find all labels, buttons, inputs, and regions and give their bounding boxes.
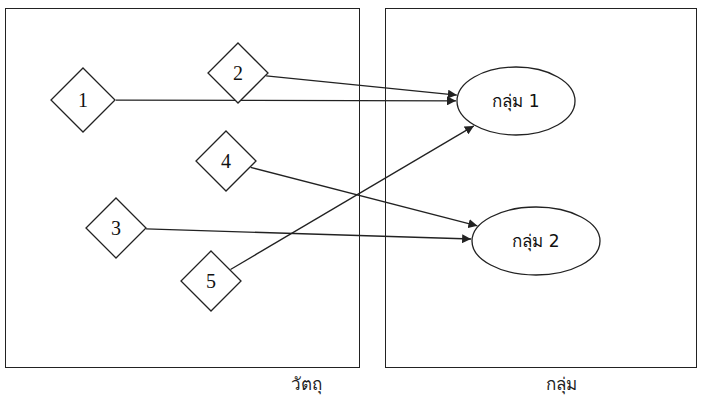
group-panel: กลุ่มกลุ่ม 1กลุ่ม 2 (385, 8, 697, 368)
object-panel: วัตถุ21435 (5, 8, 360, 368)
group-name: กลุ่ม 2 (512, 232, 559, 251)
ellipse-shape (472, 207, 600, 275)
group-ellipse: กลุ่ม 1 (456, 66, 576, 136)
object-diamond: 4 (195, 130, 257, 192)
text-holder: กลุ่ม 2 (471, 206, 601, 276)
group-ellipse: กลุ่ม 2 (471, 206, 601, 276)
diamond-shape (181, 251, 241, 311)
text-holder: 3 (85, 197, 147, 259)
text-holder: 5 (180, 250, 242, 312)
object-number: 2 (233, 62, 243, 84)
arrow-connector (251, 167, 478, 226)
object-diamond: 1 (50, 67, 116, 133)
panel-heading: วัตถุ (291, 370, 322, 397)
text-holder: 1 (50, 67, 116, 133)
group-name: กลุ่ม 1 (492, 92, 539, 111)
text-holder: 4 (195, 130, 257, 192)
object-diamond: 2 (207, 42, 269, 104)
panel-heading: กลุ่ม (546, 370, 577, 397)
arrow-connector (266, 76, 457, 95)
arrow-connector (230, 126, 473, 270)
object-diamond: 5 (180, 250, 242, 312)
diamond-shape (208, 43, 268, 103)
diamond-shape (86, 198, 146, 258)
text-holder: กลุ่ม 1 (456, 66, 576, 136)
text-holder: 2 (207, 42, 269, 104)
object-diamond: 3 (85, 197, 147, 259)
arrow-connector (146, 229, 471, 239)
ellipse-shape (457, 67, 575, 135)
object-number: 3 (111, 217, 121, 239)
object-number: 1 (78, 89, 88, 111)
diamond-shape (196, 131, 256, 191)
diamond-shape (51, 68, 115, 132)
object-number: 4 (221, 150, 231, 172)
object-number: 5 (206, 270, 216, 292)
arrow-connector (116, 99, 456, 101)
